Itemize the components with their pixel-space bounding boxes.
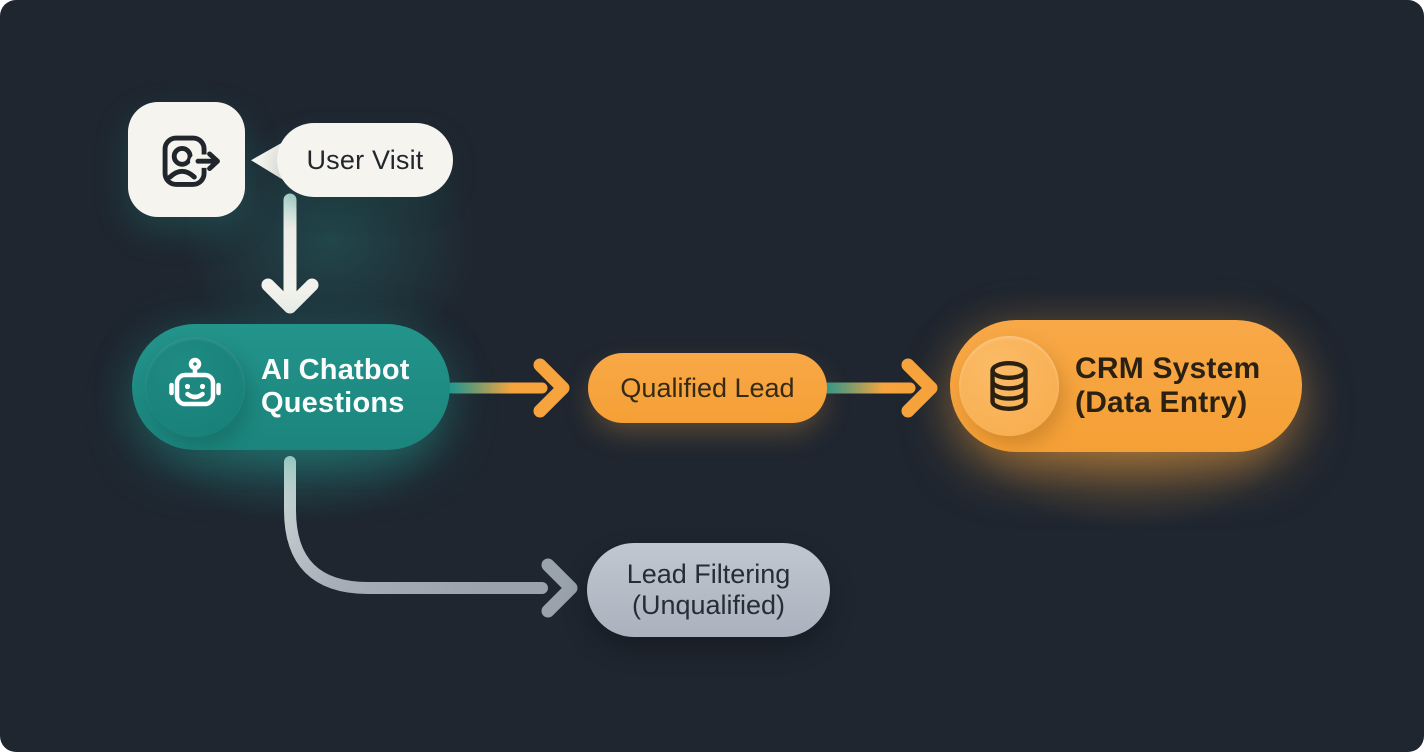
robot-icon (169, 357, 221, 407)
lead-filtering-label-line1: Lead Filtering (626, 559, 791, 589)
edge-user-visit-to-chatbot (261, 193, 319, 314)
user-visit-node (128, 102, 245, 217)
ai-chatbot-label: AI Chatbot Questions (261, 354, 410, 420)
crm-system-node: CRM System (Data Entry) (950, 320, 1302, 452)
lead-filtering-node: Lead Filtering (Unqualified) (587, 543, 830, 637)
crm-system-label-line2: (Data Entry) (1075, 386, 1248, 419)
database-icon-circle (959, 336, 1059, 436)
lead-filtering-label-line2: (Unqualified) (631, 590, 786, 620)
lead-filtering-label: Lead Filtering (Unqualified) (627, 559, 791, 621)
ai-chatbot-label-line1: AI Chatbot (261, 354, 410, 386)
qualified-lead-label: Qualified Lead (620, 372, 795, 403)
crm-system-label-line1: CRM System (1075, 352, 1261, 385)
user-enter-icon (162, 135, 226, 187)
database-icon (990, 361, 1028, 411)
user-visit-label: User Visit (306, 144, 424, 175)
crm-system-label: CRM System (Data Entry) (1075, 352, 1260, 420)
ai-chatbot-label-line2: Questions (261, 387, 405, 419)
edge-qualified-lead-to-crm (821, 358, 938, 418)
user-visit-bubble: User Visit (277, 123, 453, 197)
qualified-lead-node: Qualified Lead (588, 353, 827, 423)
edge-chatbot-to-lead-filtering (284, 456, 578, 618)
edge-chatbot-to-qualified-lead (446, 358, 570, 418)
ai-chatbot-node: AI Chatbot Questions (132, 324, 450, 450)
robot-icon-circle (145, 337, 245, 437)
